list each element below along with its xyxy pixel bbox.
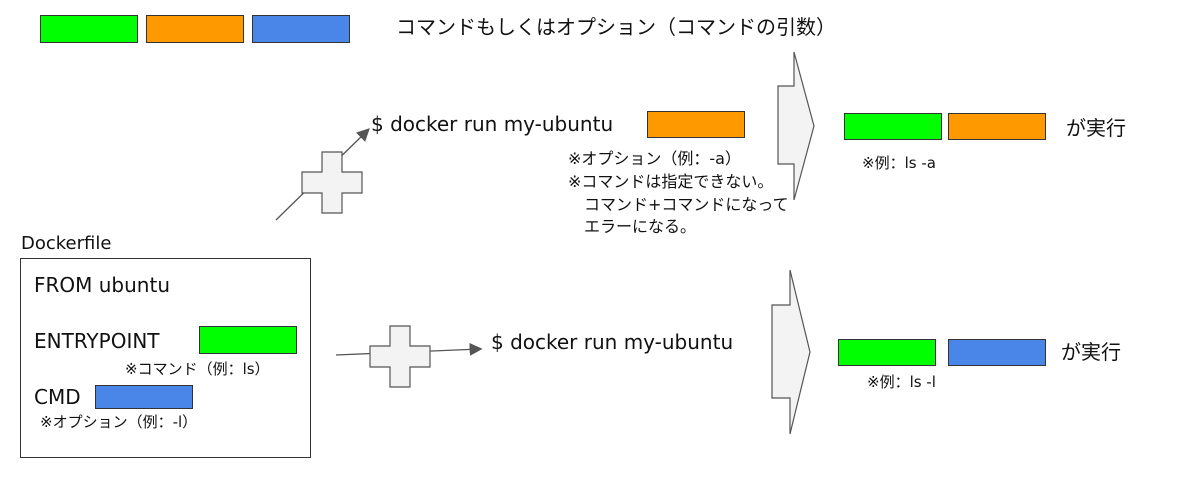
cmd-arg-swatch xyxy=(95,385,193,409)
top-option-swatch xyxy=(647,111,745,138)
top-note-2: ※コマンドは指定できない。 xyxy=(568,172,774,191)
top-note-4: エラーになる。 xyxy=(584,217,697,236)
dockerfile-entrypoint: ENTRYPOINT xyxy=(34,329,160,353)
dockerfile-cmd: CMD xyxy=(34,385,81,409)
entrypoint-command-swatch xyxy=(199,326,297,354)
dockerfile-title: Dockerfile xyxy=(21,233,112,254)
top-plus-shape xyxy=(301,151,363,214)
bottom-result-command-swatch xyxy=(838,339,936,366)
bottom-plus-shape xyxy=(369,325,431,388)
dockerfile-box xyxy=(20,258,311,458)
top-result-label: が実行 xyxy=(1066,116,1126,140)
legend-option-swatch xyxy=(146,15,244,43)
top-result-command-swatch xyxy=(844,113,942,140)
top-command-text: $ docker run my-ubuntu xyxy=(371,112,614,136)
top-note-1: ※オプション（例：-a） xyxy=(568,149,741,168)
legend-arg-swatch xyxy=(252,15,350,43)
bottom-result-note: ※例：ls -l xyxy=(867,373,936,391)
bottom-result-arg-swatch xyxy=(948,339,1046,366)
legend-command-swatch xyxy=(40,15,138,43)
bottom-result-arrow xyxy=(771,269,811,435)
cmd-note: ※オプション（例：-l） xyxy=(40,413,198,431)
bottom-command-text: $ docker run my-ubuntu xyxy=(491,330,734,354)
top-note-3: コマンド+コマンドになって xyxy=(584,195,789,214)
top-result-arrow xyxy=(777,51,815,201)
legend-text: コマンドもしくはオプション（コマンドの引数） xyxy=(396,15,836,39)
top-result-note: ※例：ls -a xyxy=(862,154,936,172)
entrypoint-note: ※コマンド（例：ls） xyxy=(125,360,270,378)
dockerfile-from: FROM ubuntu xyxy=(34,273,170,297)
bottom-result-label: が実行 xyxy=(1061,340,1121,364)
top-result-option-swatch xyxy=(948,113,1046,140)
